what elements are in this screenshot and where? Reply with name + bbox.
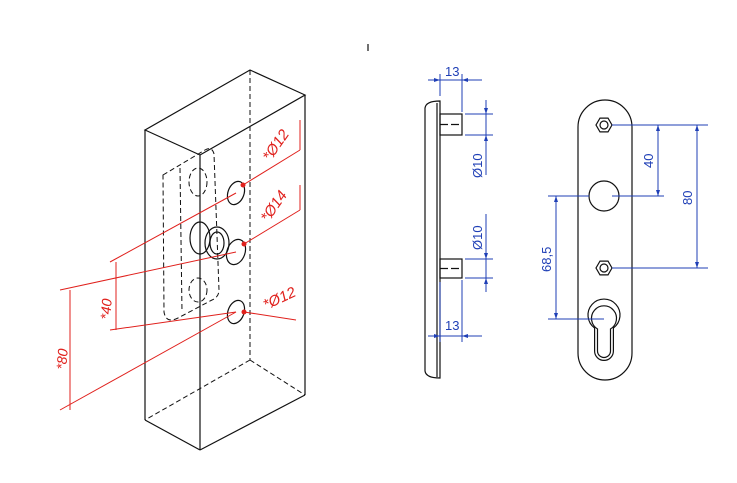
front-dim-68-5: 68,5 xyxy=(539,247,554,272)
iso-dim-dia12-top: *Ø12 xyxy=(259,126,293,164)
front-view: 40 80 68,5 xyxy=(539,99,708,381)
iso-dim-dia12-bottom: *Ø12 xyxy=(261,283,300,313)
iso-dim-40: *40 xyxy=(97,298,115,321)
iso-dim-dia14-middle: *Ø14 xyxy=(257,188,291,226)
iso-box xyxy=(143,69,307,451)
side-plate xyxy=(424,100,463,379)
front-dim-80: 80 xyxy=(680,191,695,205)
iso-holes xyxy=(189,180,247,325)
side-view: 13 Ø10 Ø10 13 xyxy=(424,64,493,379)
side-dimensions xyxy=(428,74,493,342)
side-dim-13-bottom: 13 xyxy=(445,318,459,333)
iso-inner-plate xyxy=(162,148,220,321)
side-dim-dia10-top: Ø10 xyxy=(470,153,485,178)
isometric-view: *Ø12 *Ø14 *Ø12 *40 *80 xyxy=(53,69,307,451)
front-plate xyxy=(577,99,633,381)
iso-dim-80: *80 xyxy=(53,348,71,371)
front-dim-40: 40 xyxy=(641,154,656,168)
iso-hidden-edges xyxy=(144,70,306,421)
side-dim-13-top: 13 xyxy=(445,64,459,79)
side-dim-dia10-bottom: Ø10 xyxy=(470,225,485,250)
iso-dimensions xyxy=(59,120,301,411)
front-dimensions xyxy=(548,124,708,320)
